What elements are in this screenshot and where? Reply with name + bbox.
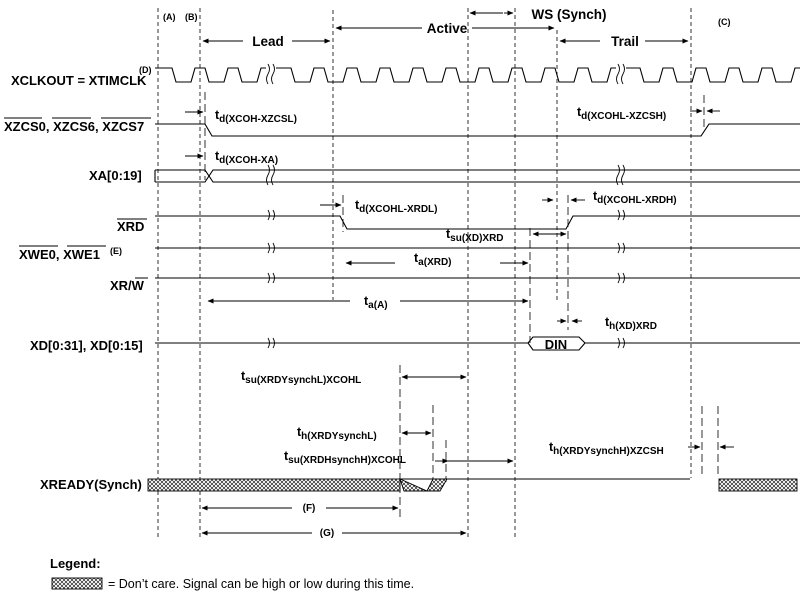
timing-label-xcohl-xrdl: td(XCOHL-XRDL) <box>355 198 438 215</box>
din-label: DIN <box>545 337 567 352</box>
marker-a: (A) <box>163 12 176 22</box>
reference-lines <box>157 8 692 540</box>
signal-label-xd: XD[0:31], XD[0:15] <box>30 338 143 353</box>
xa-bus <box>154 169 800 183</box>
note-e: (E) <box>110 246 122 256</box>
signal-label-xclkout: XCLKOUT = XTIMCLK <box>11 73 147 88</box>
marker-b: (B) <box>185 12 198 22</box>
legend-dont-care-swatch <box>51 577 103 590</box>
phase-lead: Lead <box>252 34 284 49</box>
timing-label-h-xd-xrd: th(XD)XRD <box>605 315 657 332</box>
timing-label-xcoh-xa: td(XCOH-XA) <box>215 149 278 166</box>
signal-label-xready: XREADY(Synch) <box>40 477 142 492</box>
timing-label-su-xd-xrd: tsu(XD)XRD <box>446 227 504 244</box>
phase-trail: Trail <box>611 34 639 49</box>
signal-label-xa: XA[0:19] <box>89 168 142 183</box>
xclkout-waveform <box>155 67 800 83</box>
note-d: (D) <box>139 65 152 75</box>
timing-label-xcohl-xzcsh: td(XCOHL-XZCSH) <box>577 105 666 122</box>
phase-arrows <box>202 10 689 44</box>
timing-guides <box>204 92 719 518</box>
legend-text: = Don’t care. Signal can be high or low … <box>108 577 414 591</box>
timing-label-su-rdy-l: tsu(XRDYsynchL)XCOHL <box>241 369 361 386</box>
marker-c: (C) <box>718 17 731 27</box>
signal-label-xrd: XRD <box>117 219 144 234</box>
timing-arrows <box>185 108 734 536</box>
break-marks <box>266 164 625 349</box>
timing-label-a-xrd: ta(XRD) <box>414 251 452 268</box>
xrd-waveform <box>155 215 800 230</box>
timing-label-a-a: ta(A) <box>364 294 388 311</box>
xzcs-waveform <box>155 123 800 137</box>
marker-f: (F) <box>303 503 316 514</box>
legend-title: Legend: <box>50 556 101 571</box>
phase-active: Active <box>427 21 468 36</box>
signal-label-xzcs: XZCS0, XZCS6, XZCS7 <box>4 119 144 134</box>
timing-label-su-rdy-h: tsu(XRDHsynchH)XCOHL <box>284 449 406 466</box>
timing-label-h-rdy-l: th(XRDYsynchL) <box>297 425 377 442</box>
signal-label-xrw: XR/W <box>110 278 145 293</box>
phase-ws-synch: WS (Synch) <box>531 7 606 22</box>
timing-label-h-rdy-h: th(XRDYsynchH)XZCSH <box>549 440 664 457</box>
xd-bus <box>155 336 800 351</box>
xready-waveform <box>147 478 798 492</box>
clock-break-marks <box>266 63 625 85</box>
timing-label-xcoh-xzcsl: td(XCOH-XZCSL) <box>215 108 297 125</box>
signal-label-xwe: XWE0, XWE1 <box>19 247 100 262</box>
marker-g: (G) <box>320 528 334 539</box>
timing-label-xcohl-xrdh: td(XCOHL-XRDH) <box>593 189 677 206</box>
